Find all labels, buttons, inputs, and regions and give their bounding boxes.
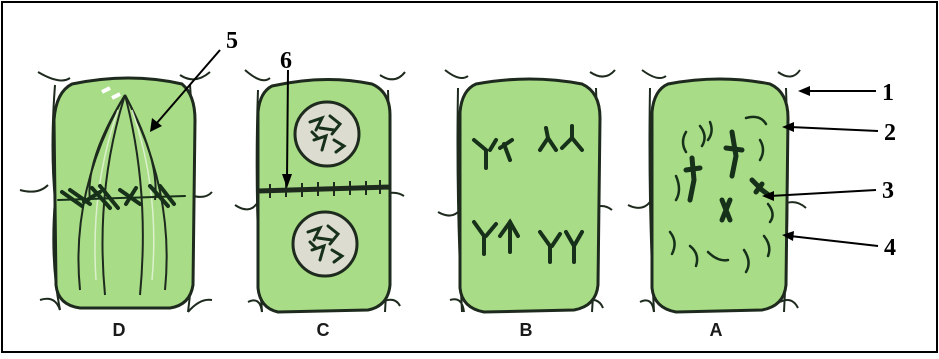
nucleus-top (295, 102, 359, 166)
panel-label-c: C (317, 320, 330, 340)
cell-b-body (460, 79, 600, 312)
callout-label-1: 1 (882, 80, 894, 106)
callout-label-5: 5 (226, 28, 238, 54)
callout-label-6: 6 (280, 48, 292, 74)
panel-c: C (235, 70, 405, 340)
panel-label-a: A (710, 320, 723, 340)
callout-label-3: 3 (882, 178, 894, 204)
panel-label-d: D (113, 320, 126, 340)
nucleus-bottom (293, 212, 357, 276)
callout-label-4: 4 (884, 235, 896, 261)
panel-a: A (628, 70, 806, 340)
panel-label-b: B (520, 320, 533, 340)
callout-label-2: 2 (884, 120, 896, 146)
panel-b: B (438, 70, 615, 340)
